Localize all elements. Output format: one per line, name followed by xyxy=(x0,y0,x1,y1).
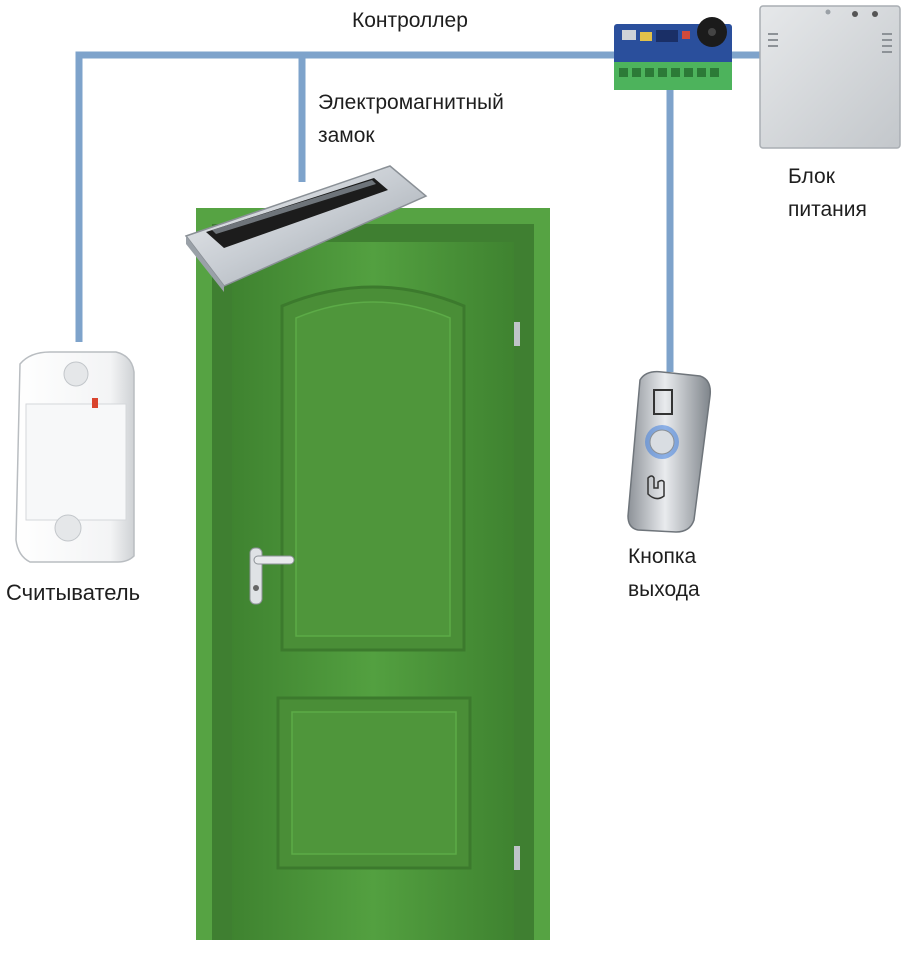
reader-label: Считыватель xyxy=(6,580,141,605)
power-supply-label-line2: питания xyxy=(788,198,867,221)
wiring xyxy=(75,51,760,372)
card-reader-icon xyxy=(15,351,135,563)
lock-label: Электромагнитный замок xyxy=(318,86,504,152)
lock-label-line1: Электромагнитный xyxy=(318,91,504,114)
controller-board-icon xyxy=(614,17,732,90)
magnetic-lock-icon xyxy=(184,165,428,292)
power-supply-label-line1: Блок xyxy=(788,165,835,188)
power-supply-label: Блок питания xyxy=(788,160,867,226)
power-supply-icon xyxy=(759,5,901,149)
door-icon xyxy=(196,208,550,940)
exit-button-label-line1: Кнопка xyxy=(628,545,697,568)
exit-button-label: Кнопка выхода xyxy=(628,540,700,606)
door-handle xyxy=(249,547,295,605)
lock-label-line2: замок xyxy=(318,124,375,147)
exit-button-icon xyxy=(627,370,712,533)
wire-reader-controller xyxy=(75,51,616,342)
exit-button-label-line2: выхода xyxy=(628,578,700,601)
controller-label: Контроллер xyxy=(352,9,468,32)
